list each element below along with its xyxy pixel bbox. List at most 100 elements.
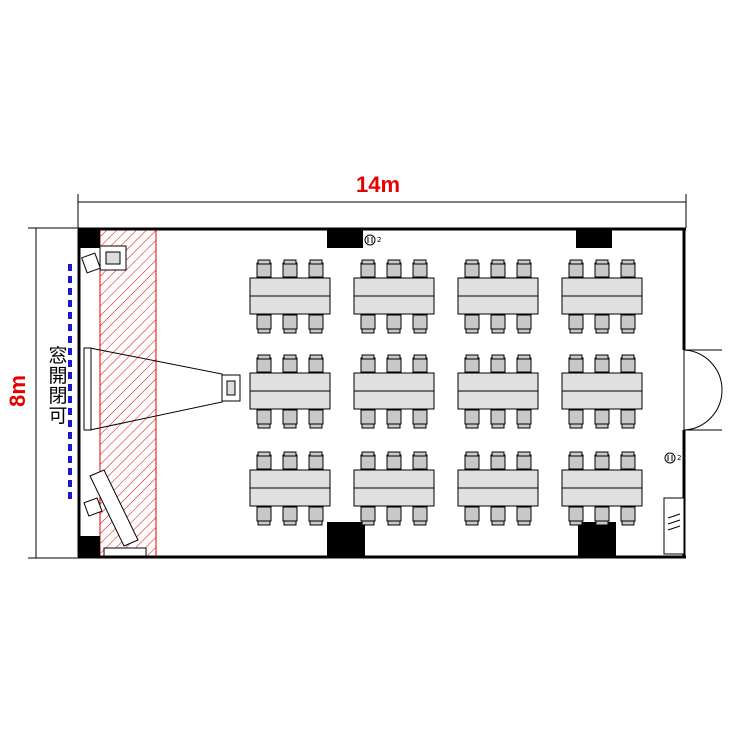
- chair: [620, 506, 636, 522]
- table-set: [561, 451, 643, 526]
- table-set: [249, 259, 331, 334]
- chair: [464, 506, 480, 522]
- table-set: [457, 354, 539, 429]
- chair-back: [309, 354, 323, 360]
- table-set: [353, 354, 435, 429]
- chair-back: [517, 259, 531, 265]
- chair: [620, 454, 636, 470]
- table-grid: [249, 259, 643, 526]
- chair-back: [387, 328, 401, 334]
- chair: [360, 357, 376, 373]
- table-set: [561, 354, 643, 429]
- outlet-label-top: 2: [377, 236, 382, 244]
- chair: [386, 506, 402, 522]
- chair-back: [309, 451, 323, 457]
- chair-back: [283, 328, 297, 334]
- chair: [490, 454, 506, 470]
- chair-back: [465, 259, 479, 265]
- chair-back: [465, 451, 479, 457]
- chair: [360, 454, 376, 470]
- table-set: [457, 259, 539, 334]
- chair: [256, 357, 272, 373]
- chair-back: [257, 451, 271, 457]
- chair-back: [465, 520, 479, 526]
- chair-back: [491, 259, 505, 265]
- chair: [516, 409, 532, 425]
- chair-back: [595, 259, 609, 265]
- chair-back: [413, 259, 427, 265]
- chair: [282, 454, 298, 470]
- chair: [282, 314, 298, 330]
- outlet-icon-top: [364, 234, 376, 246]
- chair: [594, 506, 610, 522]
- chair: [256, 409, 272, 425]
- chair-back: [257, 354, 271, 360]
- chair: [282, 409, 298, 425]
- chair: [360, 262, 376, 278]
- chair: [360, 314, 376, 330]
- height-label: 8m: [4, 375, 30, 407]
- chair-back: [491, 520, 505, 526]
- chair-back: [387, 259, 401, 265]
- chair-back: [621, 423, 635, 429]
- chair: [568, 357, 584, 373]
- chair-back: [309, 328, 323, 334]
- chair-back: [361, 354, 375, 360]
- chair-back: [491, 328, 505, 334]
- chair: [412, 262, 428, 278]
- chair-back: [621, 354, 635, 360]
- chair-back: [491, 423, 505, 429]
- chair: [386, 262, 402, 278]
- chair: [412, 454, 428, 470]
- chair-back: [413, 451, 427, 457]
- chair: [490, 409, 506, 425]
- chair-back: [621, 520, 635, 526]
- chair-back: [257, 259, 271, 265]
- chair-back: [595, 520, 609, 526]
- table-set: [561, 259, 643, 334]
- chair-back: [569, 451, 583, 457]
- chair: [568, 454, 584, 470]
- chair: [490, 506, 506, 522]
- chair-back: [257, 520, 271, 526]
- chair-back: [387, 520, 401, 526]
- chair: [568, 314, 584, 330]
- chair-back: [361, 259, 375, 265]
- chair: [412, 314, 428, 330]
- table-set: [249, 451, 331, 526]
- chair: [516, 262, 532, 278]
- table-set: [249, 354, 331, 429]
- chair-back: [257, 328, 271, 334]
- chair: [256, 506, 272, 522]
- chair: [386, 357, 402, 373]
- chair-back: [465, 354, 479, 360]
- chair-back: [283, 259, 297, 265]
- double-door: [683, 349, 723, 431]
- table-set: [457, 451, 539, 526]
- chair-back: [569, 328, 583, 334]
- chair-back: [361, 328, 375, 334]
- chair: [594, 357, 610, 373]
- chair: [360, 506, 376, 522]
- chair: [386, 454, 402, 470]
- chair-back: [569, 520, 583, 526]
- chair-back: [361, 423, 375, 429]
- pillars: [80, 230, 616, 557]
- width-label: 14m: [356, 172, 401, 197]
- shelf-rack: [663, 497, 685, 555]
- chair: [412, 506, 428, 522]
- chair: [594, 454, 610, 470]
- outlet-icon-right: [664, 452, 676, 464]
- chair: [464, 454, 480, 470]
- chair: [412, 409, 428, 425]
- chair-back: [517, 328, 531, 334]
- chair: [594, 262, 610, 278]
- chair-back: [465, 328, 479, 334]
- chair: [282, 357, 298, 373]
- chair-back: [387, 354, 401, 360]
- chair: [308, 262, 324, 278]
- projection-screen: [83, 347, 92, 431]
- chair: [490, 314, 506, 330]
